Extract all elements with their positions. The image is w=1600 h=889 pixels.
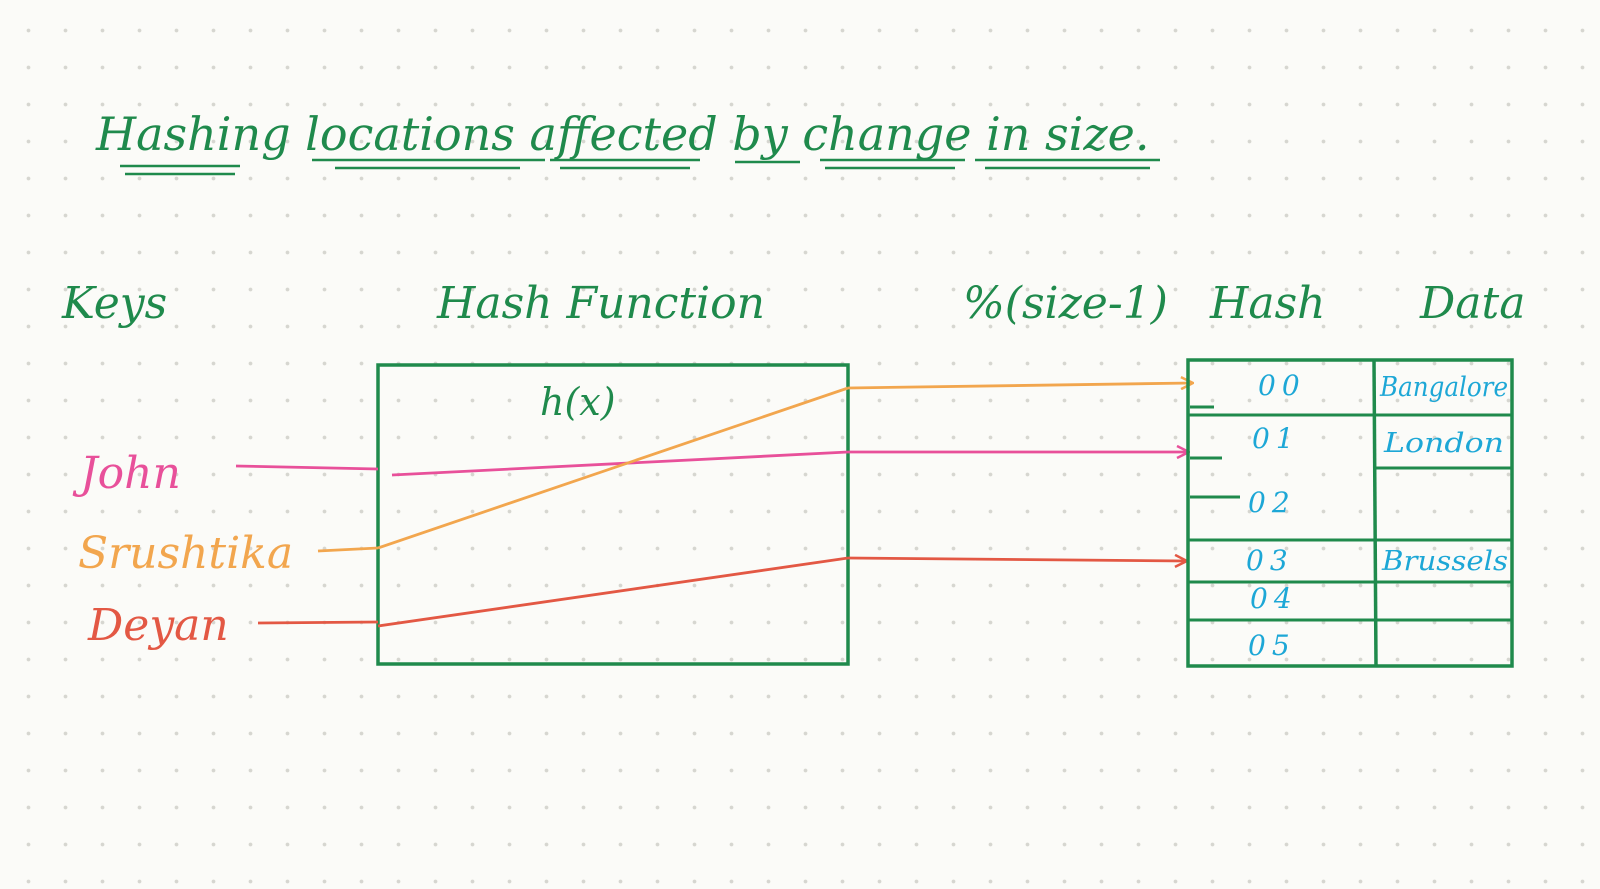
key-deyan: Deyan xyxy=(87,600,229,651)
hash-data-00: Bangalore xyxy=(1379,372,1508,403)
hash-index-03: 03 xyxy=(1246,544,1294,577)
hash-index-05: 05 xyxy=(1248,629,1296,662)
hash-function-header: Hash Function xyxy=(436,278,765,329)
hash-index-00: 00 xyxy=(1258,369,1306,402)
mapping-srushtika xyxy=(317,383,1192,553)
hash-table-ticks xyxy=(1190,405,1240,499)
hash-header: Hash xyxy=(1209,278,1326,329)
hash-data-03: Brussels xyxy=(1381,546,1508,577)
hash-index-02: 02 xyxy=(1248,486,1296,519)
hash-table xyxy=(1186,358,1514,668)
hash-index-04: 04 xyxy=(1250,582,1298,615)
mapping-deyan xyxy=(257,558,1186,628)
key-john: John xyxy=(72,448,181,499)
hash-table-row-dividers xyxy=(1188,413,1512,622)
keys-header: Keys xyxy=(61,278,167,329)
hash-function-label: h(x) xyxy=(540,380,616,424)
key-srushtika: Srushtika xyxy=(78,528,293,579)
modulo-header: %(size-1) xyxy=(963,278,1168,329)
diagram-title: Hashing locations affected by change in … xyxy=(95,107,1149,161)
title-underlines xyxy=(120,158,1160,176)
hash-function-box xyxy=(376,363,850,666)
hash-data-01: London xyxy=(1383,428,1504,459)
data-header: Data xyxy=(1419,278,1525,329)
mapping-john xyxy=(235,452,1188,477)
hash-index-01: 01 xyxy=(1252,422,1300,455)
